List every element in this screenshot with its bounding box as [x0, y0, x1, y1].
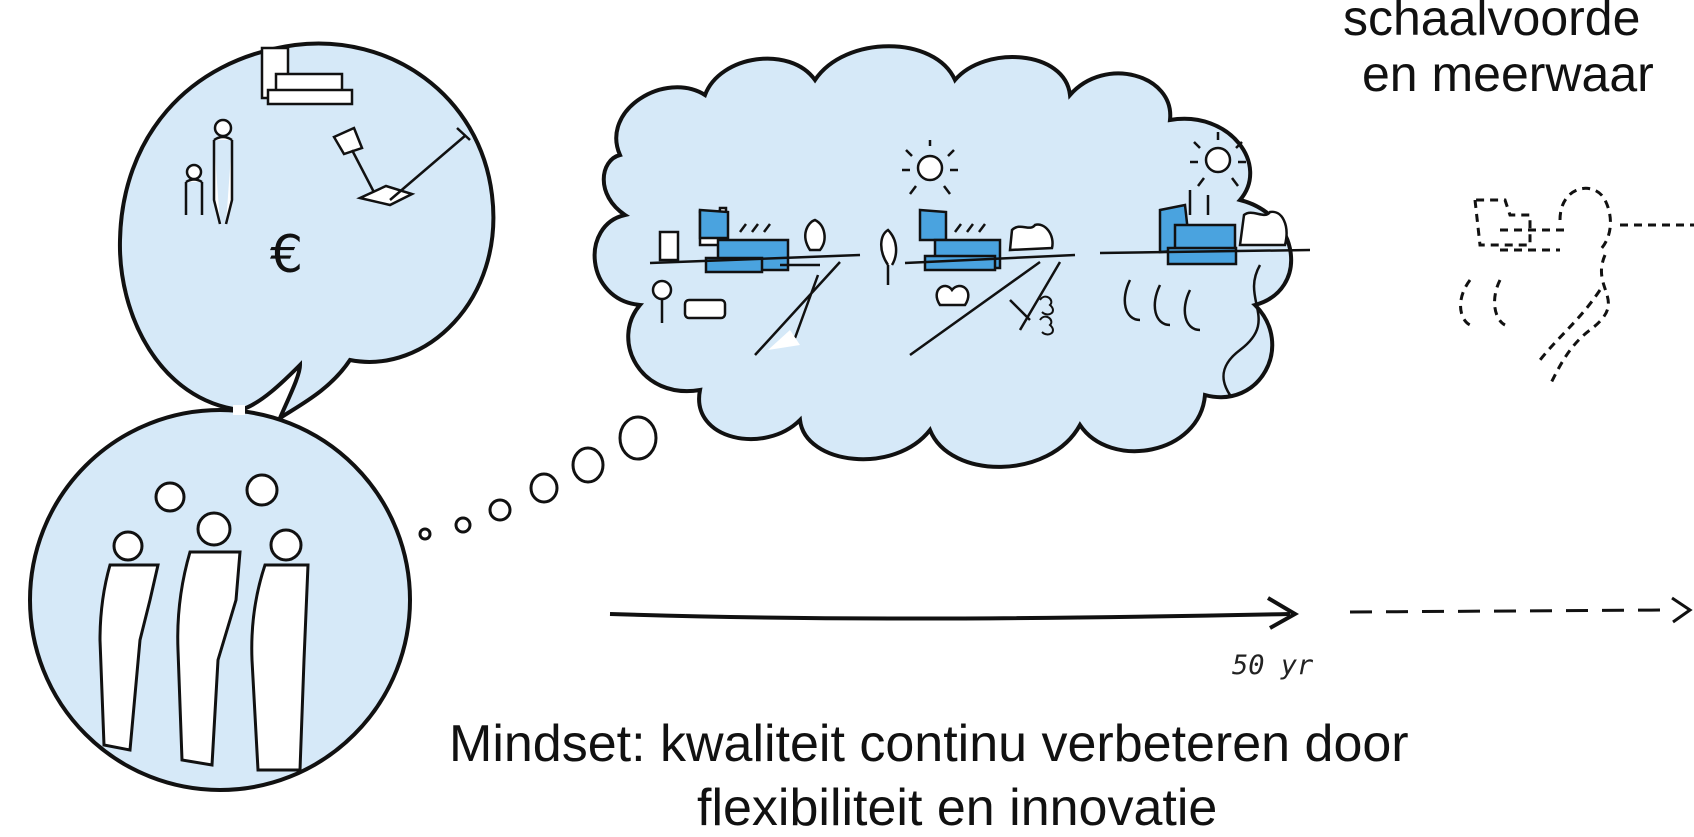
speech-bubble: €	[117, 41, 496, 424]
thought-dots	[418, 415, 658, 541]
scene-far-future-icon	[1099, 132, 1311, 396]
timeline	[609, 596, 1693, 630]
title-line-2: en meerwaar	[1362, 46, 1654, 102]
caption-line-2: flexibiliteit en innovatie	[697, 779, 1218, 837]
people-group-icon	[98, 473, 310, 772]
thought-cloud	[592, 44, 1311, 469]
excavator-icon	[332, 126, 471, 207]
caption-line-1: Mindset: kwaliteit continu verbeteren do…	[449, 715, 1409, 773]
title-line-1: schaalvoorde	[1343, 0, 1641, 46]
building-sketch-icon	[260, 46, 354, 106]
scene-present-icon	[649, 206, 861, 356]
family-icon	[184, 118, 234, 225]
crowd-circle	[28, 405, 412, 792]
currency-symbol: €	[270, 225, 303, 285]
scene-future-icon	[880, 140, 1076, 357]
timeline-label: 50 yr	[1232, 650, 1314, 681]
dashed-future-scene-icon	[1459, 186, 1694, 386]
